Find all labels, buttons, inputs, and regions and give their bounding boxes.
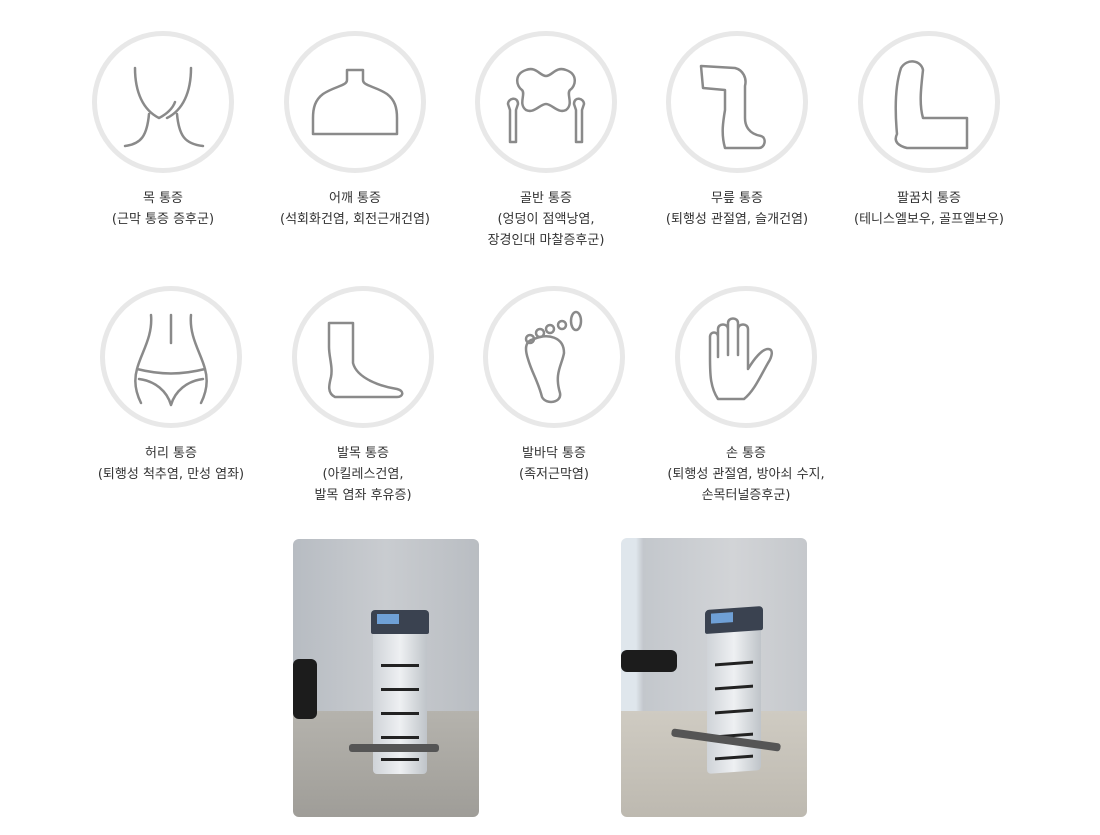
condition-detail: (테니스엘보우, 골프엘보우): [854, 212, 1004, 227]
condition-detail: 발목 염좌 후유증): [314, 488, 412, 503]
foot-sole-icon: [483, 286, 625, 428]
condition-pelvis: 골반 통증 (엉덩이 점액낭염, 장경인대 마찰증후군): [446, 31, 646, 251]
condition-elbow: 팔꿈치 통증 (테니스엘보우, 골프엘보우): [829, 31, 1029, 230]
condition-title: 목 통증: [142, 191, 183, 206]
device-base: [349, 744, 439, 752]
knee-icon: [666, 31, 808, 173]
condition-title: 허리 통증: [145, 446, 197, 461]
waist-icon: [100, 286, 242, 428]
condition-detail: (퇴행성 관절염, 방아쇠 수지,: [667, 467, 825, 482]
condition-title: 손 통증: [725, 446, 766, 461]
condition-detail: (아킬레스건염,: [322, 467, 404, 482]
condition-title: 발바닥 통증: [522, 446, 586, 461]
pelvis-icon: [475, 31, 617, 173]
shockwave-device: [705, 605, 763, 774]
shoulder-icon: [284, 31, 426, 173]
condition-title: 발목 통증: [337, 446, 389, 461]
condition-ankle: 발목 통증 (아킬레스건염, 발목 염좌 후유증): [263, 286, 463, 506]
treatment-chair: [621, 650, 677, 672]
condition-knee: 무릎 통증 (퇴행성 관절염, 슬개건염): [637, 31, 837, 230]
ankle-icon: [292, 286, 434, 428]
condition-detail: (퇴행성 척추염, 만성 염좌): [97, 467, 245, 482]
condition-title: 골반 통증: [520, 191, 572, 206]
condition-detail: (퇴행성 관절염, 슬개건염): [665, 212, 809, 227]
condition-detail: (석회화건염, 회전근개건염): [280, 212, 430, 227]
condition-waist: 허리 통증 (퇴행성 척추염, 만성 염좌): [71, 286, 271, 485]
neck-icon: [92, 31, 234, 173]
elbow-icon: [858, 31, 1000, 173]
condition-title: 어깨 통증: [329, 191, 381, 206]
condition-detail: 장경인대 마찰증후군): [487, 233, 605, 248]
condition-title: 무릎 통증: [711, 191, 763, 206]
condition-neck: 목 통증 (근막 통증 증후군): [63, 31, 263, 230]
condition-detail: (족저근막염): [519, 467, 589, 482]
condition-hand: 손 통증 (퇴행성 관절염, 방아쇠 수지, 손목터널증후군): [646, 286, 846, 506]
condition-title: 팔꿈치 통증: [897, 191, 961, 206]
treatment-chair: [293, 659, 317, 719]
condition-foot-sole: 발바닥 통증 (족저근막염): [454, 286, 654, 485]
device-photo-2: [621, 538, 807, 817]
condition-detail: 손목터널증후군): [701, 488, 791, 503]
hand-icon: [675, 286, 817, 428]
device-photo-1: [293, 539, 479, 817]
condition-detail: (엉덩이 점액낭염,: [497, 212, 595, 227]
condition-shoulder: 어깨 통증 (석회화건염, 회전근개건염): [255, 31, 455, 230]
condition-detail: (근막 통증 증후군): [111, 212, 215, 227]
